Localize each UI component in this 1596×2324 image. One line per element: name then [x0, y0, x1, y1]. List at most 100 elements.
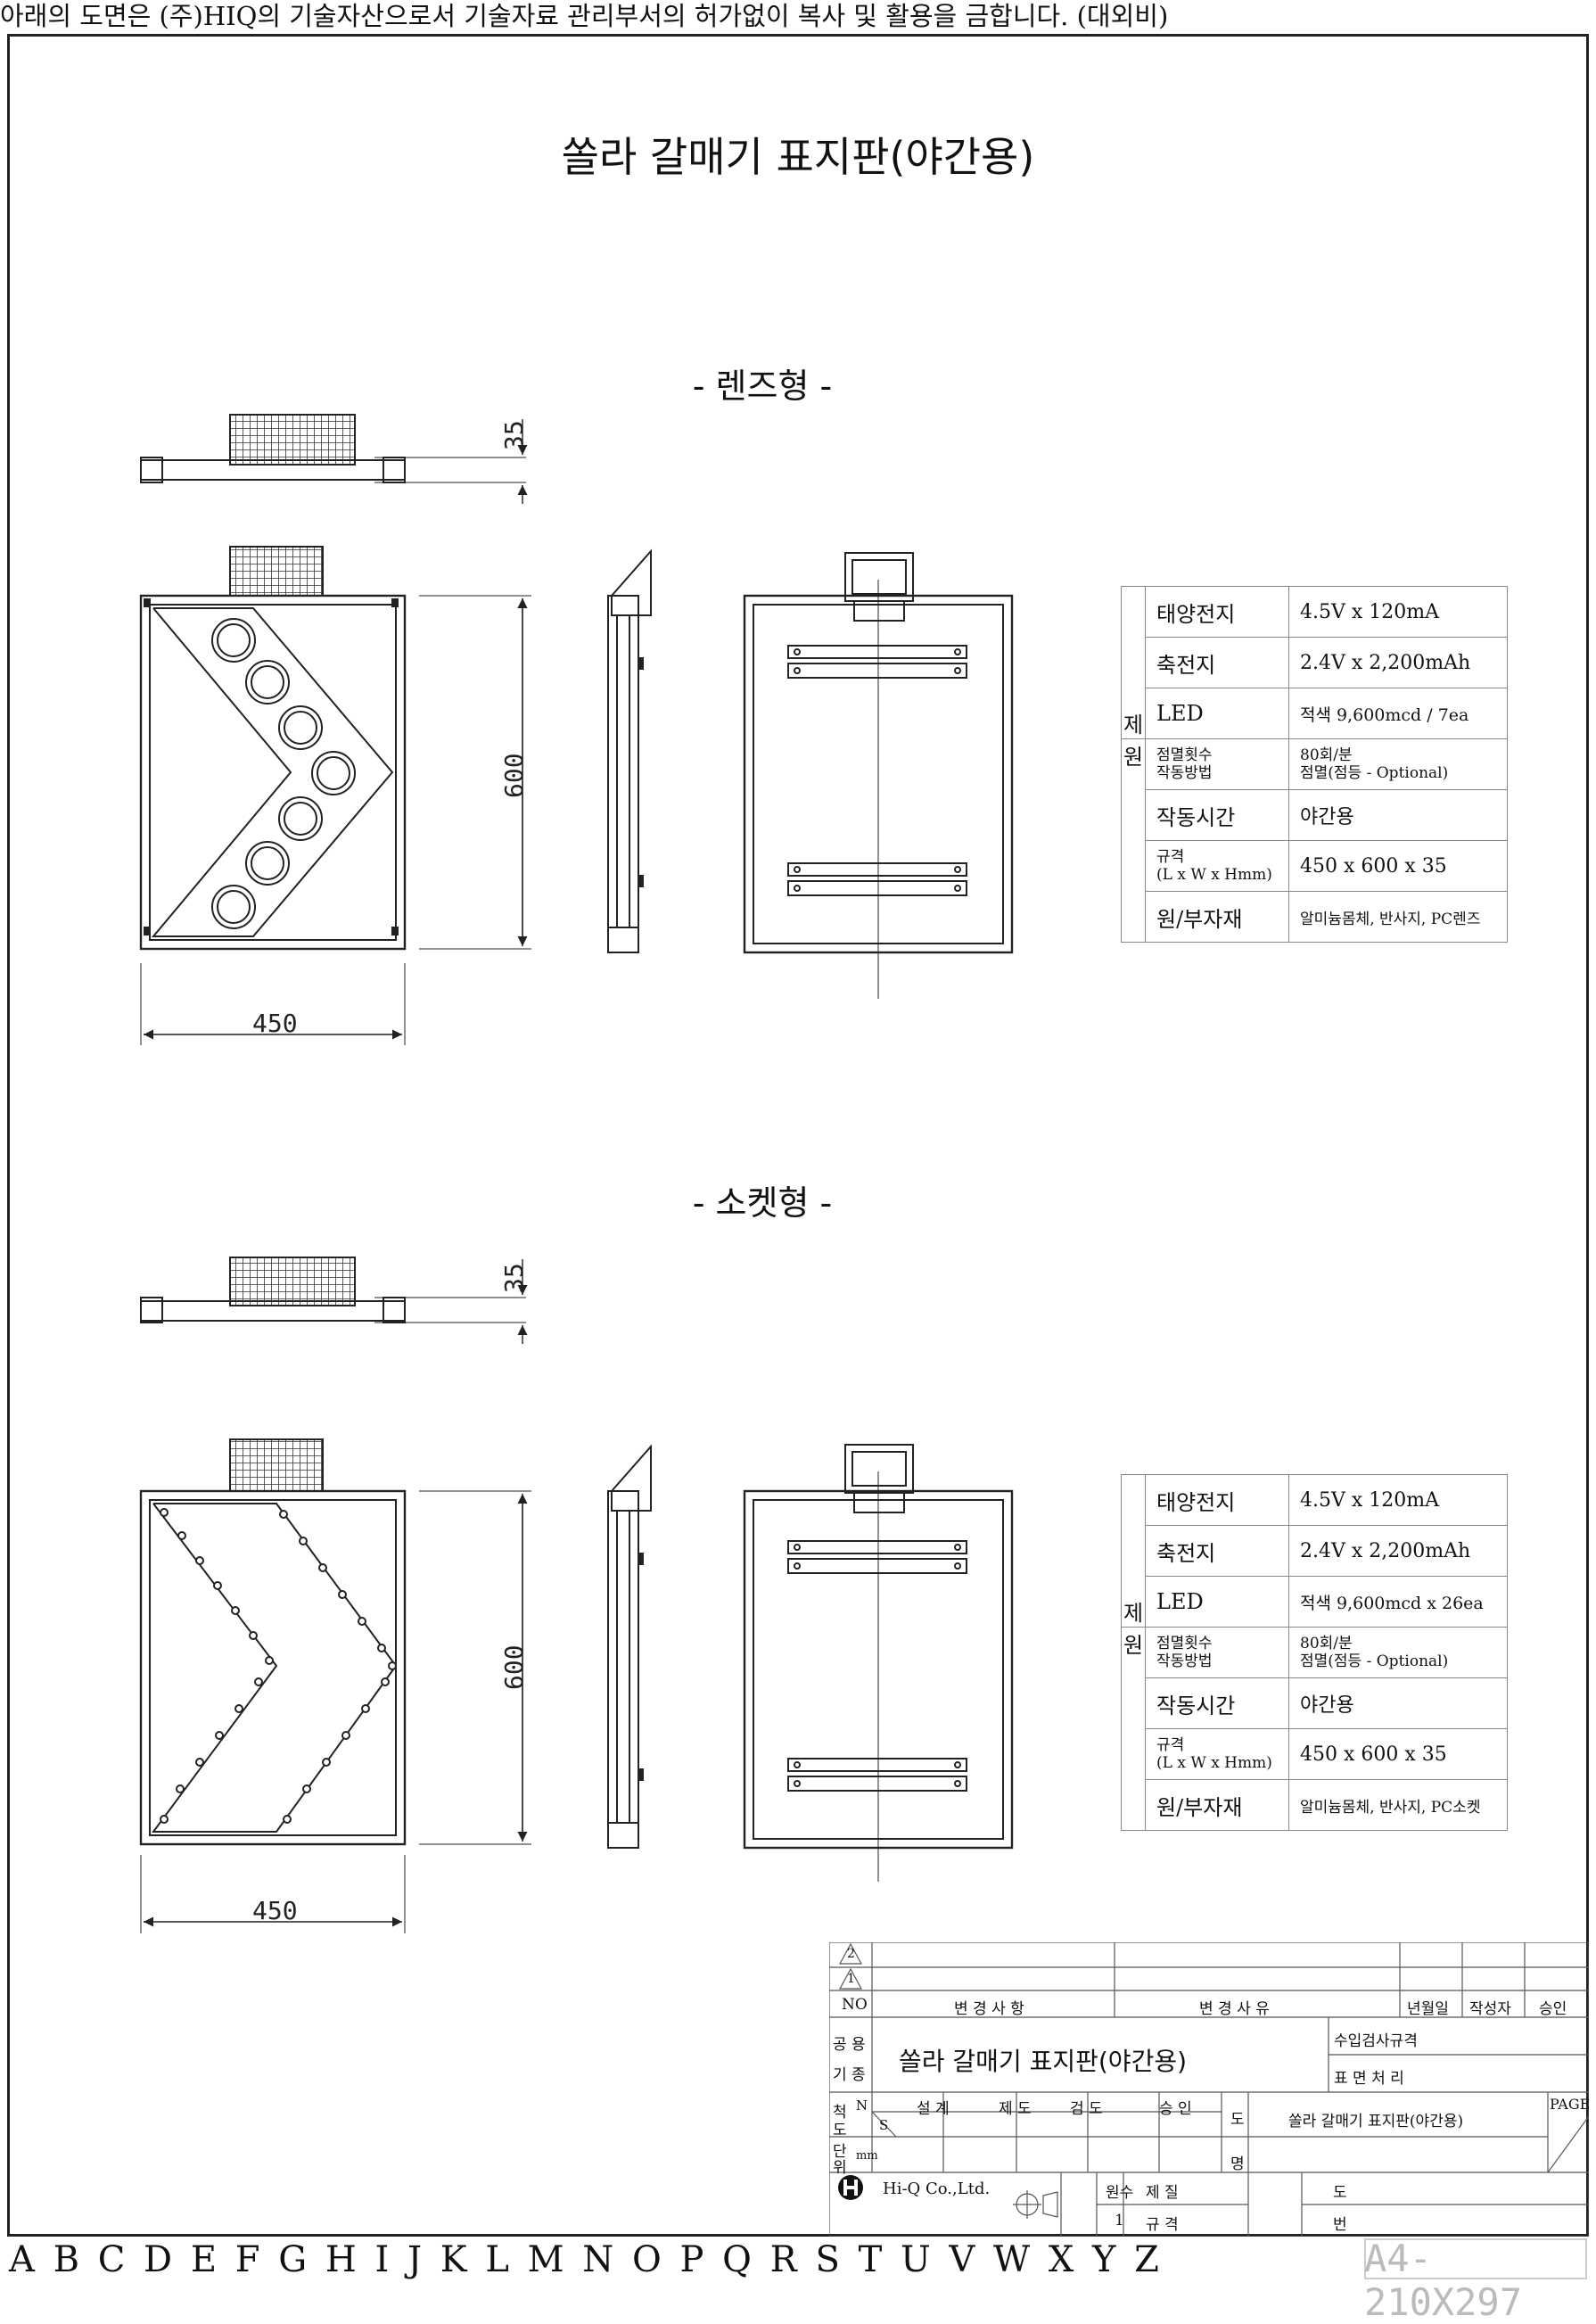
section-label-lens: - 렌즈형 -: [692, 367, 833, 406]
socket-depth-dim: 35: [499, 1263, 529, 1293]
lens-top-view: [140, 414, 528, 504]
tb-author: 작성자: [1469, 2000, 1511, 2018]
spec-key: 규격(L x W x Hmm): [1145, 840, 1289, 892]
socket-led-points: [160, 1508, 397, 1824]
tb-change-reason: 변 경 사 유: [1199, 2000, 1270, 2018]
spec-key: 규격(L x W x Hmm): [1145, 1728, 1289, 1780]
tb-scale-1: 척: [833, 2104, 847, 2122]
spec-value: 450 x 600 x 35: [1288, 840, 1508, 892]
tb-design: 설 계: [917, 2100, 950, 2118]
spec-key: 축전지: [1145, 637, 1289, 688]
lens-rear-view: [743, 552, 1014, 999]
spec-key: 원/부자재: [1145, 891, 1289, 943]
spec-value-line: 80회/분: [1300, 746, 1353, 764]
spec-key-line: 작동방법: [1156, 764, 1213, 782]
rev-1: 1: [847, 1972, 855, 1986]
spec-side-top: 제: [1121, 1474, 1146, 1628]
tb-unit-1: 단: [833, 2143, 847, 2161]
tb-approve: 승인: [1539, 2000, 1567, 2018]
spec-value: 2.4V x 2,200mAh: [1288, 1525, 1508, 1577]
tb-surface: 표 면 처 리: [1334, 2070, 1404, 2088]
tb-common-2: 기 종: [833, 2066, 866, 2084]
paper-size: A4- 210X297: [1364, 2237, 1523, 2324]
spec-value: 2.4V x 2,200mAh: [1288, 637, 1508, 688]
spec-key-line: 작동방법: [1156, 1652, 1213, 1670]
spec-value: 4.5V x 120mA: [1288, 1474, 1508, 1526]
spec-key: 작동시간: [1145, 789, 1289, 841]
spec-value: 알미늄몸체, 반사지, PC렌즈: [1288, 891, 1508, 943]
tb-product-name: 쏠라 갈매기 표지판(야간용): [899, 2047, 1188, 2076]
spec-side-bottom: 원: [1121, 738, 1146, 943]
grid-letters: A B C D E F G H I J K L M N O P Q R S T …: [9, 2239, 1163, 2280]
spec-key: 원/부자재: [1145, 1779, 1289, 1831]
spec-value-line: 80회/분: [1300, 1635, 1353, 1652]
tb-scale-2: 도: [833, 2122, 847, 2139]
tb-s: S: [879, 2117, 889, 2133]
tb-change-item: 변 경 사 항: [954, 2000, 1024, 2018]
spec-value: 야간용: [1288, 789, 1508, 841]
spec-key: 작동시간: [1145, 1677, 1289, 1729]
lens-front-view: [139, 546, 531, 1045]
lens-height-dim: 600: [499, 753, 529, 798]
tb-unit-2: 위: [833, 2159, 847, 2177]
socket-height-dim: 600: [499, 1644, 529, 1690]
hiq-logo-icon: [838, 2175, 863, 2200]
drawing-frame: [7, 34, 1589, 2237]
spec-key-line: 점멸횟수: [1156, 1635, 1213, 1652]
tb-drawing-name-2: 명: [1230, 2155, 1245, 2173]
tb-spec-label: 규 격: [1146, 2216, 1179, 2234]
spec-key: 태양전지: [1145, 586, 1289, 638]
tb-count-value: 1: [1115, 2212, 1124, 2229]
spec-value: 야간용: [1288, 1677, 1508, 1729]
spec-key-line: 점멸횟수: [1156, 746, 1213, 764]
tb-date: 년월일: [1407, 2000, 1449, 2018]
spec-value: 4.5V x 120mA: [1288, 586, 1508, 638]
tb-count-label: 원수: [1106, 2184, 1134, 2202]
lens-depth-dim: 35: [499, 420, 529, 450]
tb-common-1: 공 용: [833, 2036, 866, 2054]
spec-side-bottom: 원: [1121, 1627, 1146, 1831]
tb-drawing-no-1: 도: [1333, 2184, 1347, 2202]
spec-key-line: (L x W x Hmm): [1156, 866, 1272, 884]
tb-n: N: [856, 2097, 868, 2114]
spec-key-line: 규격: [1156, 1736, 1185, 1754]
tb-page: PAGE: [1550, 2096, 1591, 2113]
spec-value-line: 점멸(점등 - Optional): [1300, 764, 1449, 782]
lens-led-circles: [211, 618, 356, 929]
title-block-lines: [829, 1942, 1589, 2237]
section-label-socket: - 소켓형 -: [692, 1183, 833, 1223]
spec-key: LED: [1145, 688, 1289, 739]
tb-approval: 승 인: [1159, 2100, 1192, 2118]
spec-value: 450 x 600 x 35: [1288, 1728, 1508, 1780]
socket-front-view: [139, 1438, 531, 1933]
spec-value: 적색 9,600mcd x 26ea: [1288, 1576, 1508, 1628]
drawing-title: 쏠라 갈매기 표지판(야간용): [561, 133, 1035, 181]
spec-key-line: 규격: [1156, 848, 1185, 866]
tb-drawing-name-1: 도: [1230, 2111, 1245, 2129]
spec-key: LED: [1145, 1576, 1289, 1628]
tb-unit-value: mm: [856, 2149, 878, 2163]
tb-check: 검 도: [1070, 2100, 1103, 2118]
lens-width-dim: 450: [252, 1009, 298, 1038]
rev-2: 2: [847, 1947, 855, 1961]
socket-rear-view: [743, 1444, 1014, 1882]
tb-drawing-name: 쏠라 갈매기 표지판(야간용): [1288, 2113, 1464, 2130]
spec-value-line: 점멸(점등 - Optional): [1300, 1652, 1449, 1670]
spec-key: 축전지: [1145, 1525, 1289, 1577]
lens-side-view: [607, 548, 652, 953]
tb-no: NO: [842, 1996, 868, 2014]
tb-company: Hi-Q Co.,Ltd.: [883, 2180, 991, 2198]
socket-width-dim: 450: [252, 1896, 298, 1925]
spec-key-line: (L x W x Hmm): [1156, 1754, 1272, 1772]
socket-top-view: [140, 1257, 528, 1344]
socket-side-view: [607, 1444, 652, 1849]
confidential-notice: 아래의 도면은 (주)HIQ의 기술자산으로서 기술자료 관리부서의 허가없이 …: [0, 1, 1169, 31]
spec-side-top: 제: [1121, 586, 1146, 739]
